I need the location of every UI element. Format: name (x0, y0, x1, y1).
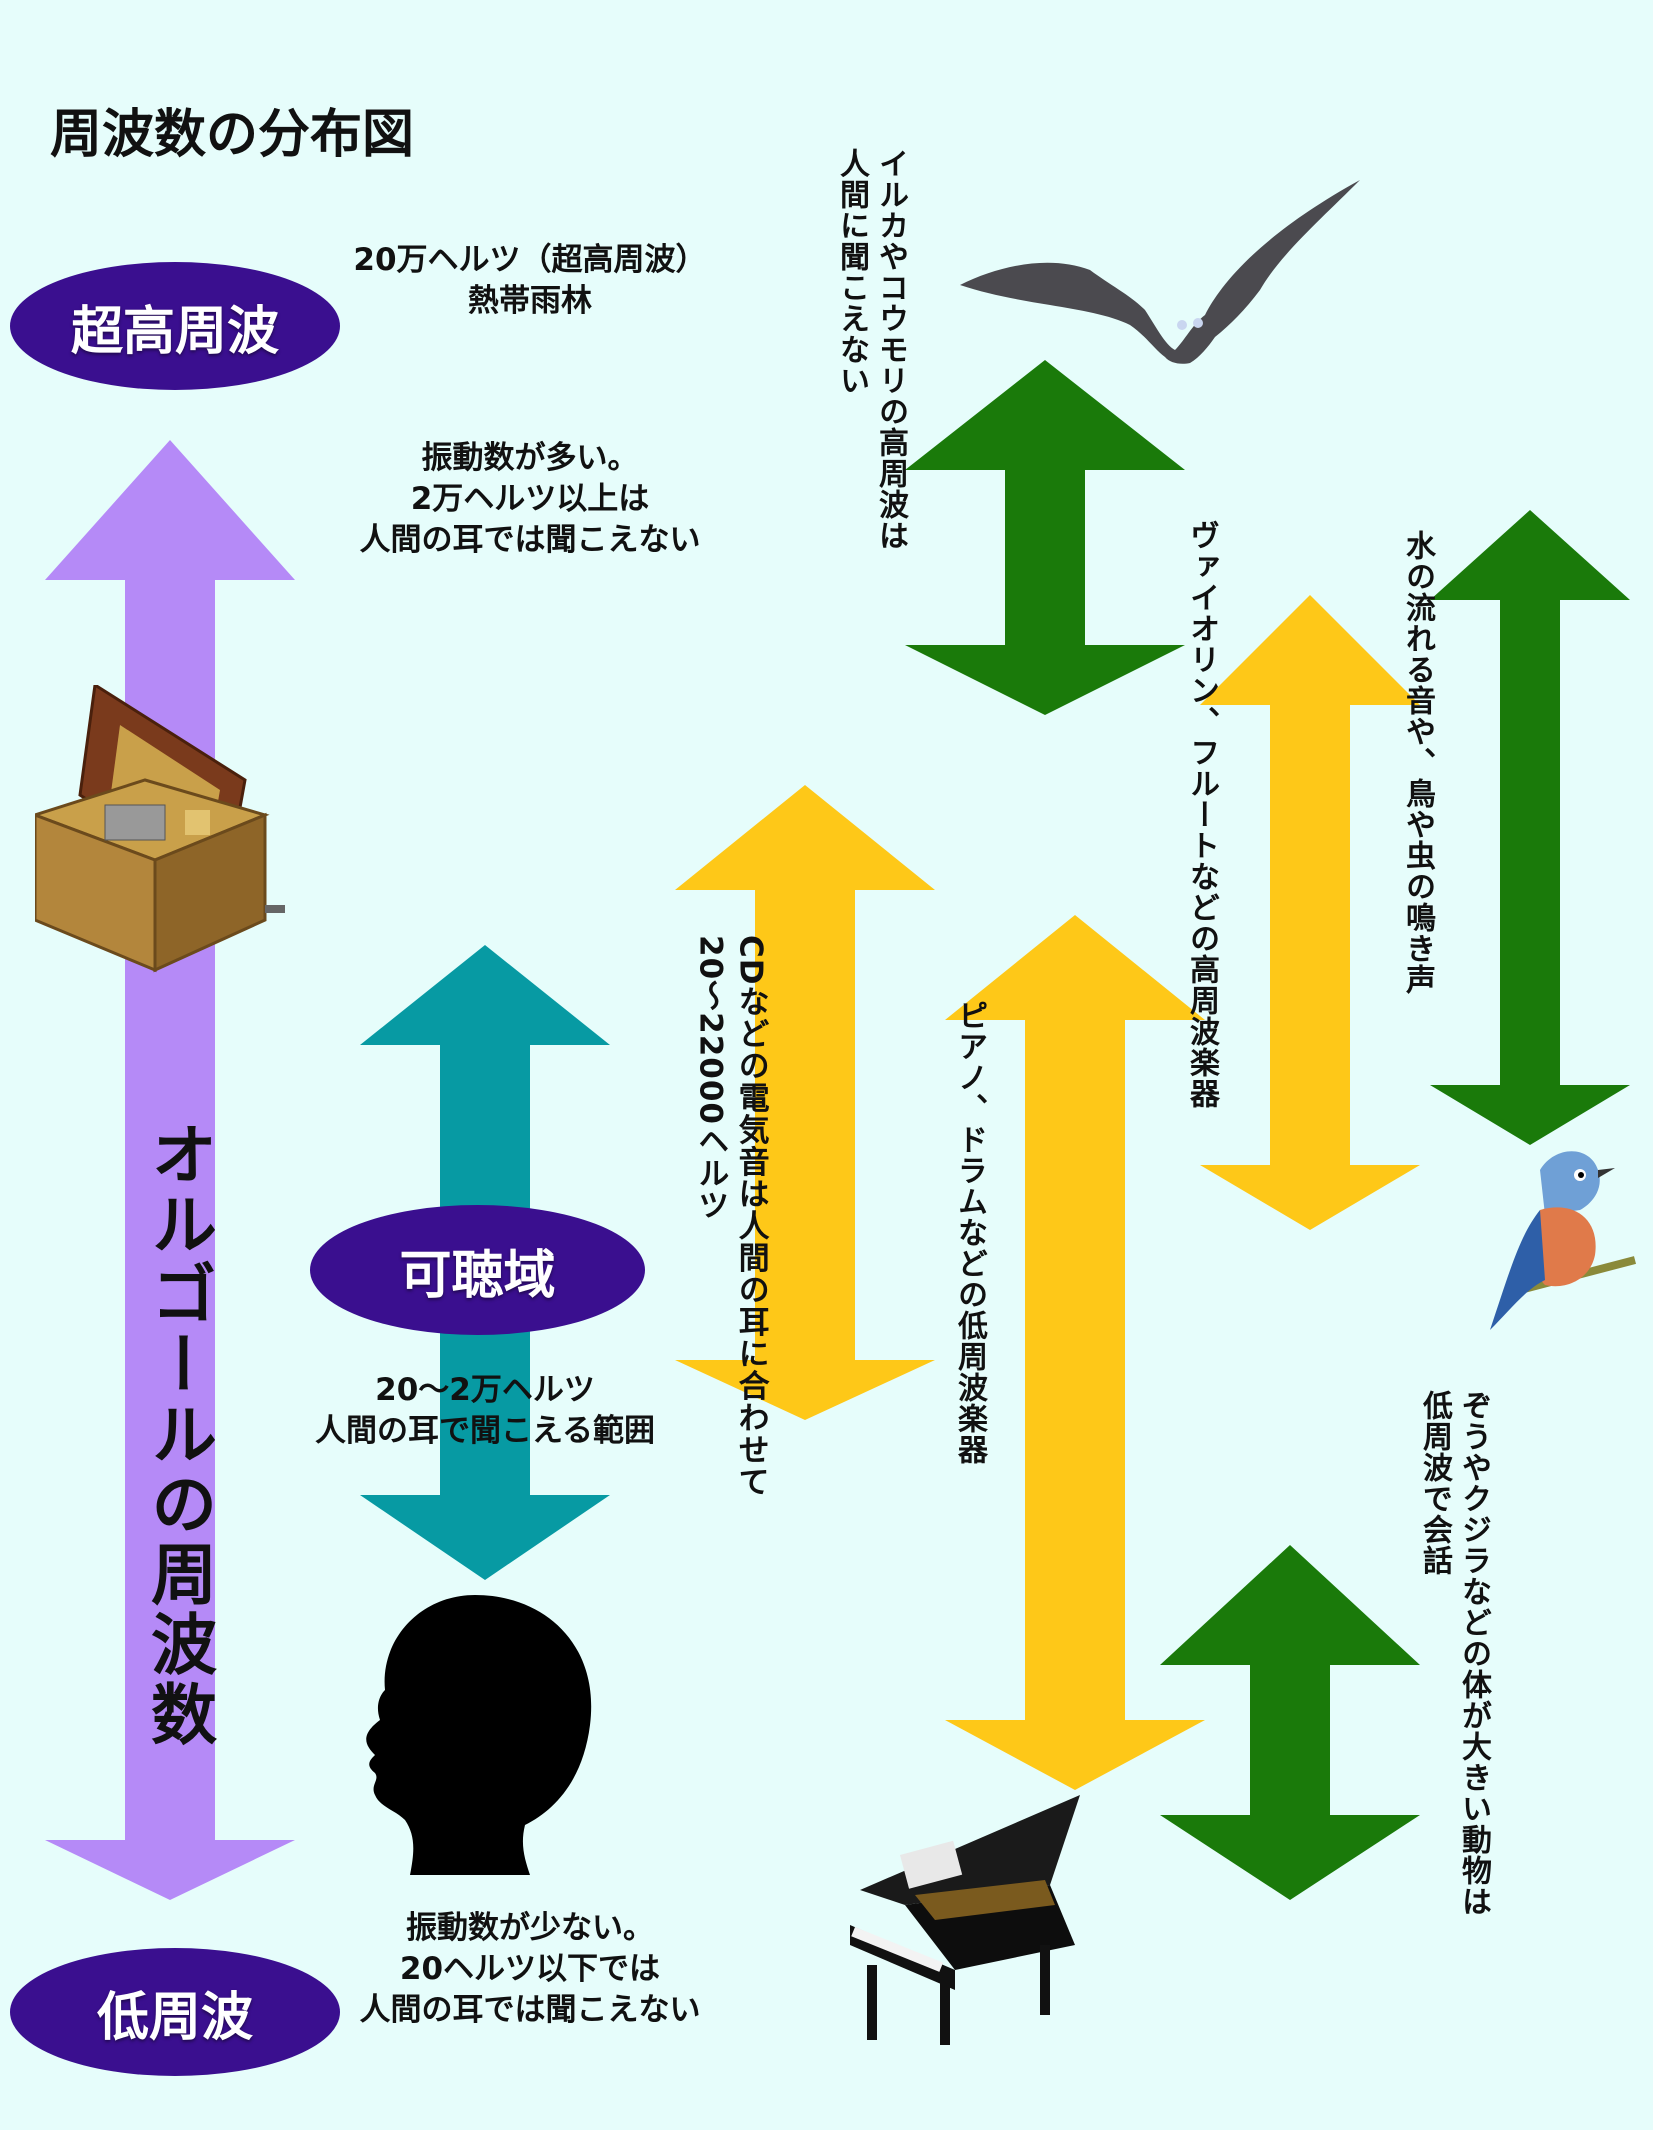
grand-piano-icon (850, 1795, 1080, 2045)
green-water-arrow (1430, 510, 1630, 1145)
cd-label: CDなどの電気音は人間の耳に合わせて 20～22000ヘルツ (692, 935, 769, 1498)
bat-label: イルカやコウモリの高周波は 人間に聞こえない (834, 148, 908, 551)
yellow-cd-arrow (675, 785, 935, 1420)
purple-range-arrow (45, 440, 295, 1900)
note-high-freq: 振動数が多い。 2万ヘルツ以上は 人間の耳では聞こえない (359, 440, 701, 558)
piano-label: ピアノ、ドラムなどの低周波楽器 (952, 1000, 987, 1465)
badge-low: 低周波 (10, 1948, 340, 2076)
badge-audible: 可聴域 (310, 1205, 645, 1335)
music-box-icon (35, 685, 285, 973)
badge-ultra-high: 超高周波 (10, 262, 340, 390)
whale-label: ぞうやクジラなどの体が大きい動物は 低周波で会話 (1417, 1390, 1491, 1917)
head-silhouette-icon (366, 1595, 592, 1875)
violin-label: ヴァイオリン、フルートなどの高周波楽器 (1184, 520, 1219, 1109)
green-bat-arrow (905, 360, 1185, 715)
page-title: 周波数の分布図 (50, 105, 415, 165)
bat-icon (960, 180, 1360, 364)
yellow-violin-arrow (1200, 595, 1420, 1230)
water-label: 水の流れる音や、鳥や虫の鳴き声 (1400, 530, 1435, 995)
note-ultra-high: 20万ヘルツ（超高周波） 熱帯雨林 (353, 242, 707, 319)
yellow-piano-arrow (945, 915, 1205, 1790)
music-box-frequency-label: オルゴールの周波数 (140, 1120, 217, 1750)
note-audible-range: 20～2万ヘルツ 人間の耳で聞こえる範囲 (314, 1372, 656, 1449)
green-whale-arrow (1160, 1545, 1420, 1900)
note-low-freq: 振動数が少ない。 20ヘルツ以下では 人間の耳では聞こえない (359, 1910, 701, 2028)
bird-icon (1490, 1151, 1637, 1330)
